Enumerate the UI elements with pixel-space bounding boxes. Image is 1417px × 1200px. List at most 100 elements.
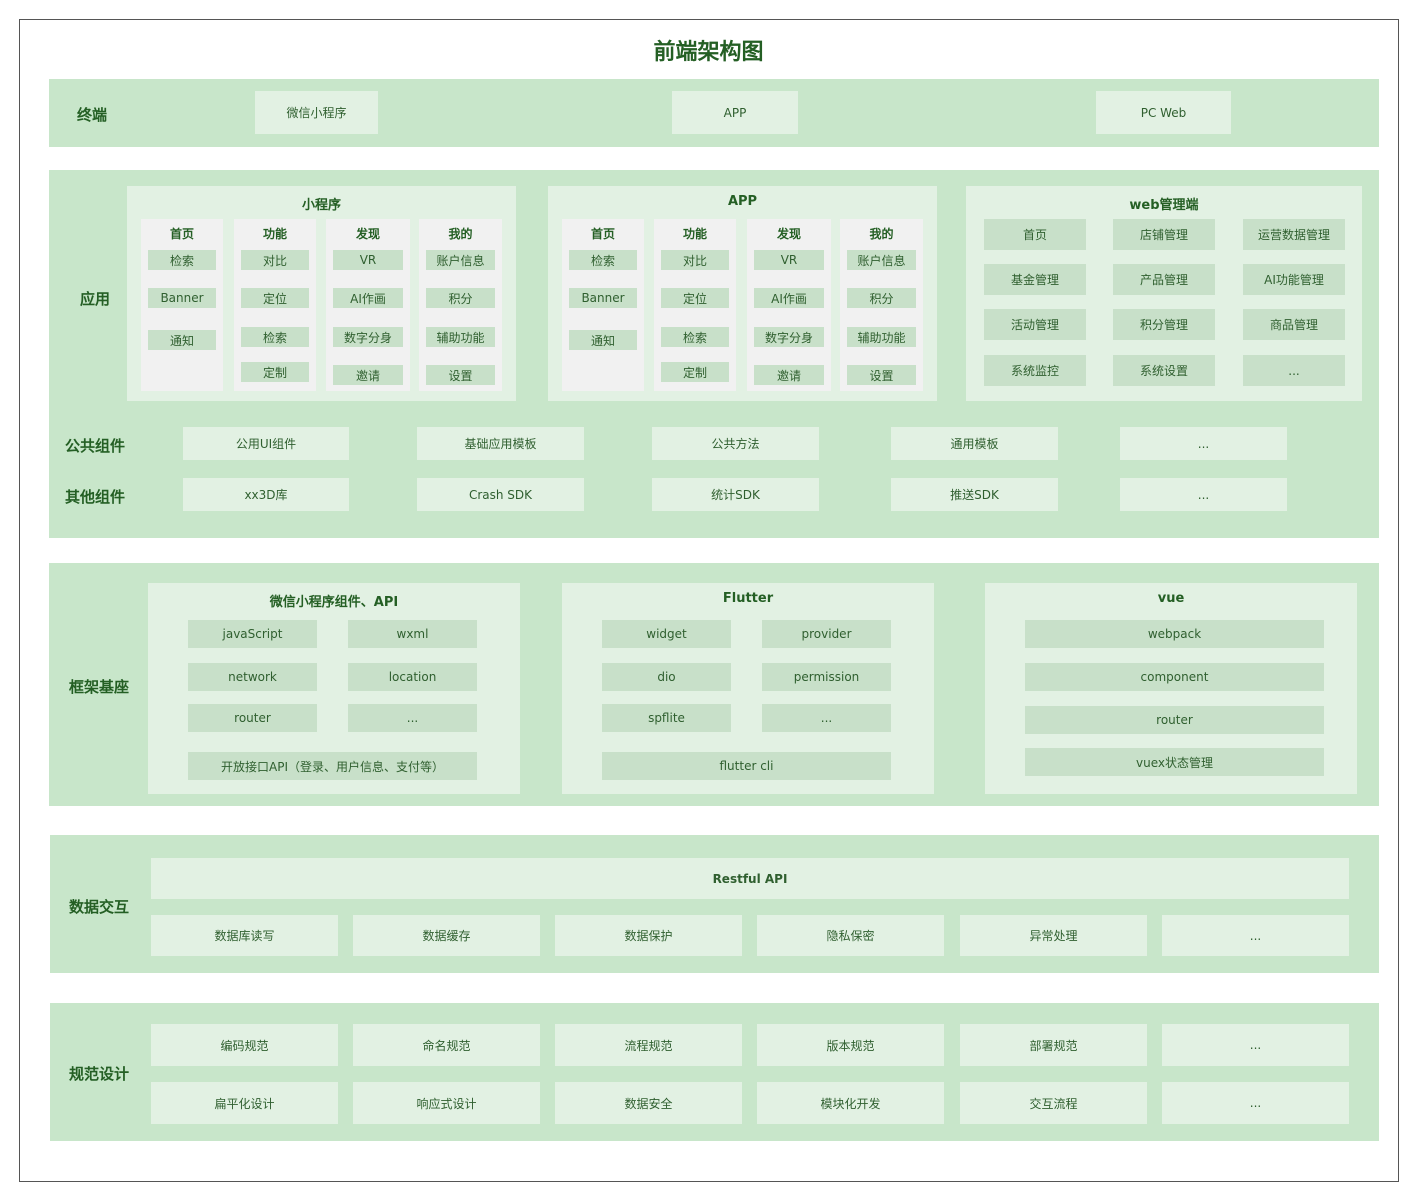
flutter-item: ... (762, 704, 891, 732)
data-interaction-item: 数据库读写 (151, 915, 338, 956)
public-component-item: ... (1120, 427, 1287, 460)
col-item: 定制 (241, 362, 309, 382)
other-component-item: 统计SDK (652, 478, 819, 511)
terminal-item: 微信小程序 (255, 91, 378, 134)
data-interaction-item: 数据缓存 (353, 915, 540, 956)
app-col-discover: 发现 VR AI作画 数字分身 邀请 (747, 219, 831, 391)
app-col-function: 功能 对比 定位 检索 定制 (654, 219, 736, 391)
web-admin-item: 活动管理 (984, 309, 1086, 340)
web-admin-item: 积分管理 (1113, 309, 1215, 340)
standards-item: 交互流程 (960, 1082, 1147, 1124)
col-item: 辅助功能 (426, 327, 495, 347)
col-item: 设置 (426, 365, 495, 385)
col-item: 检索 (661, 327, 729, 347)
standards-item: 编码规范 (151, 1024, 338, 1066)
web-admin-item: 店铺管理 (1113, 219, 1215, 250)
miniprogram-col-home: 首页 检索 Banner 通知 (141, 219, 223, 391)
app-col-mine: 我的 账户信息 积分 辅助功能 设置 (840, 219, 923, 391)
web-admin-item: 系统监控 (984, 355, 1086, 386)
wechat-item: network (188, 663, 317, 691)
miniprogram-col-function: 功能 对比 定位 检索 定制 (234, 219, 316, 391)
standards-item: ... (1162, 1024, 1349, 1066)
col-item: 检索 (148, 250, 216, 270)
col-title: 功能 (682, 227, 707, 241)
flutter-wide-item: flutter cli (602, 752, 891, 780)
terminal-item: PC Web (1096, 91, 1231, 134)
data-interaction-label: 数据交互 (69, 898, 130, 916)
data-interaction-item: 数据保护 (555, 915, 742, 956)
other-component-item: 推送SDK (891, 478, 1058, 511)
web-admin-item: ... (1243, 355, 1345, 386)
data-interaction-item: ... (1162, 915, 1349, 956)
col-item: 数字分身 (333, 327, 403, 347)
col-item: VR (754, 250, 824, 270)
col-item: Banner (569, 288, 637, 308)
flutter-item: permission (762, 663, 891, 691)
other-component-item: ... (1120, 478, 1287, 511)
miniprogram-title: 小程序 (301, 198, 341, 213)
col-title: 我的 (448, 227, 473, 241)
standards-item: 流程规范 (555, 1024, 742, 1066)
web-admin-item: 系统设置 (1113, 355, 1215, 386)
col-item: AI作画 (333, 288, 403, 308)
public-components-label: 公共组件 (65, 437, 126, 455)
col-item: 数字分身 (754, 327, 824, 347)
public-component-item: 通用模板 (891, 427, 1058, 460)
public-component-item: 公用UI组件 (183, 427, 349, 460)
app-title: APP (727, 194, 758, 209)
web-admin-item: AI功能管理 (1243, 264, 1345, 295)
col-item: 辅助功能 (847, 327, 916, 347)
public-component-item: 公共方法 (652, 427, 819, 460)
col-title: 首页 (169, 227, 194, 241)
wechat-item: ... (348, 704, 477, 732)
standards-label: 规范设计 (69, 1065, 130, 1083)
col-item: 通知 (569, 330, 637, 350)
flutter-item: provider (762, 620, 891, 648)
terminal-label: 终端 (77, 106, 108, 124)
framework-label: 框架基座 (69, 678, 130, 696)
web-admin-item: 基金管理 (984, 264, 1086, 295)
col-item: 检索 (241, 327, 309, 347)
data-interaction-item: 异常处理 (960, 915, 1147, 956)
col-item: 设置 (847, 365, 916, 385)
col-item: 邀请 (333, 365, 403, 385)
col-title: 功能 (262, 227, 287, 241)
col-title: 发现 (355, 227, 380, 241)
col-title: 首页 (590, 227, 615, 241)
standards-item: 版本规范 (757, 1024, 944, 1066)
web-admin-item: 商品管理 (1243, 309, 1345, 340)
miniprogram-col-discover: 发现 VR AI作画 数字分身 邀请 (326, 219, 410, 391)
other-components-label: 其他组件 (65, 488, 126, 506)
col-item: Banner (148, 288, 216, 308)
miniprogram-panel: 小程序 首页 检索 Banner 通知 功能 对比 定位 检索 定制 发现 VR… (127, 186, 516, 401)
other-component-item: Crash SDK (417, 478, 584, 511)
flutter-item: spflite (602, 704, 731, 732)
col-item: 检索 (569, 250, 637, 270)
app-panel: APP 首页 检索 Banner 通知 功能 对比 定位 检索 定制 发现 VR… (548, 186, 937, 401)
standards-item: 数据安全 (555, 1082, 742, 1124)
standards-item: 响应式设计 (353, 1082, 540, 1124)
col-title: 我的 (869, 227, 894, 241)
col-item: VR (333, 250, 403, 270)
public-component-item: 基础应用模板 (417, 427, 584, 460)
wechat-title: 微信小程序组件、API (269, 595, 399, 610)
vue-item: vuex状态管理 (1025, 748, 1324, 776)
web-admin-item: 产品管理 (1113, 264, 1215, 295)
wechat-item: location (348, 663, 477, 691)
col-item: 账户信息 (847, 250, 916, 270)
col-item: 邀请 (754, 365, 824, 385)
miniprogram-col-mine: 我的 账户信息 积分 辅助功能 设置 (419, 219, 502, 391)
col-item: AI作画 (754, 288, 824, 308)
col-item: 对比 (661, 250, 729, 270)
web-admin-item: 首页 (984, 219, 1086, 250)
vue-item: webpack (1025, 620, 1324, 648)
web-admin-item: 运营数据管理 (1243, 219, 1345, 250)
standards-item: 模块化开发 (757, 1082, 944, 1124)
standards-item: ... (1162, 1082, 1349, 1124)
wechat-item: javaScript (188, 620, 317, 648)
col-item: 定制 (661, 362, 729, 382)
standards-item: 扁平化设计 (151, 1082, 338, 1124)
terminal-item: APP (672, 91, 798, 134)
standards-item: 命名规范 (353, 1024, 540, 1066)
web-admin-title: web管理端 (1129, 198, 1199, 213)
